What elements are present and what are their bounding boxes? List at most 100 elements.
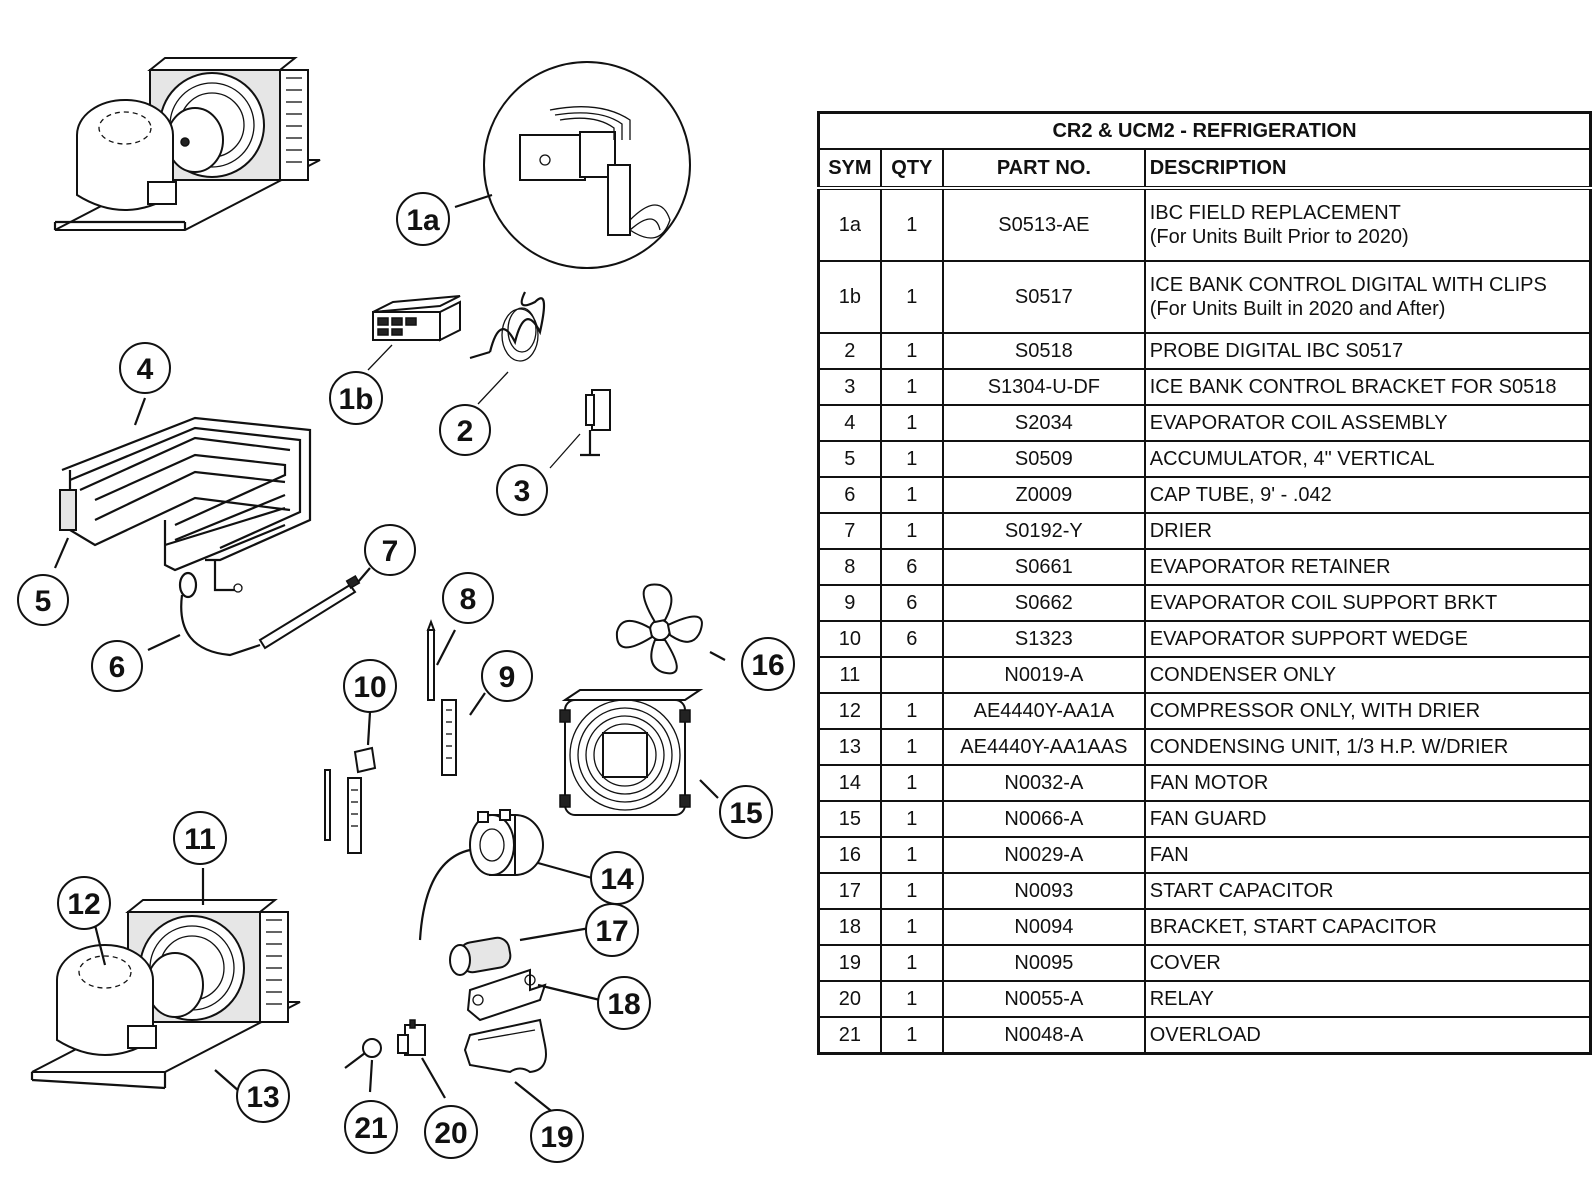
cell-sym: 5 bbox=[817, 440, 882, 478]
capacitor-bracket-illustration bbox=[466, 968, 547, 1022]
callout-3-label: 3 bbox=[514, 475, 531, 508]
header-description: DESCRIPTION bbox=[1143, 148, 1592, 190]
cell-part-no: AE4440Y-AA1AAS bbox=[941, 728, 1146, 766]
cell-sym: 3 bbox=[817, 368, 882, 406]
cell-part-no: S2034 bbox=[941, 404, 1146, 442]
cell-sym: 1a bbox=[817, 187, 882, 262]
cell-description: EVAPORATOR SUPPORT WEDGE bbox=[1143, 620, 1592, 658]
relay-illustration bbox=[397, 1019, 426, 1056]
callout-21: 21 bbox=[344, 1100, 398, 1154]
cell-sym: 11 bbox=[817, 656, 882, 694]
support-wedge-illustration bbox=[324, 746, 377, 854]
cell-description: BRACKET, START CAPACITOR bbox=[1143, 908, 1592, 946]
cell-sym: 19 bbox=[817, 944, 882, 982]
cell-part-no: S1304-U-DF bbox=[941, 368, 1146, 406]
callout-12: 12 bbox=[57, 876, 111, 930]
callout-21-label: 21 bbox=[354, 1112, 387, 1145]
cell-description: OVERLOAD bbox=[1143, 1016, 1592, 1055]
header-qty: QTY bbox=[879, 148, 944, 190]
callout-1b: 1b bbox=[329, 371, 383, 425]
callout-15-label: 15 bbox=[729, 797, 762, 830]
callout-15: 15 bbox=[719, 785, 773, 839]
condensing-unit-bottom-illustration bbox=[30, 899, 301, 1090]
cell-qty bbox=[879, 656, 944, 694]
cell-part-no: N0032-A bbox=[941, 764, 1146, 802]
callout-5: 5 bbox=[17, 574, 69, 626]
cover-illustration bbox=[463, 1018, 547, 1074]
description-line-2: (For Units Built in 2020 and After) bbox=[1149, 298, 1446, 320]
parts-table: CR2 & UCM2 - REFRIGERATION SYM QTY PART … bbox=[817, 111, 1592, 1055]
cell-sym: 13 bbox=[817, 728, 882, 766]
table-row: 1b 1 S0517 ICE BANK CONTROL DIGITAL WITH… bbox=[817, 260, 1592, 334]
cell-part-no: S0661 bbox=[941, 548, 1146, 586]
callout-18: 18 bbox=[597, 976, 651, 1030]
cell-sym: 6 bbox=[817, 476, 882, 514]
cell-description: ACCUMULATOR, 4" VERTICAL bbox=[1143, 440, 1592, 478]
callout-13-label: 13 bbox=[246, 1081, 279, 1114]
callout-2: 2 bbox=[439, 404, 491, 456]
leader-lines bbox=[53, 193, 726, 1119]
cell-sym: 15 bbox=[817, 800, 882, 838]
callout-3: 3 bbox=[496, 464, 548, 516]
cell-description: IBC FIELD REPLACEMENT(For Units Built Pr… bbox=[1143, 187, 1592, 262]
table-header-row: SYM QTY PART NO. DESCRIPTION bbox=[817, 148, 1592, 190]
cell-part-no: N0055-A bbox=[941, 980, 1146, 1018]
evaporator-coil-illustration bbox=[59, 416, 312, 593]
overload-illustration bbox=[344, 1038, 382, 1069]
cell-sym: 4 bbox=[817, 404, 882, 442]
callout-7-label: 7 bbox=[382, 535, 399, 568]
table-title: CR2 & UCM2 - REFRIGERATION bbox=[817, 111, 1592, 150]
cell-qty: 1 bbox=[879, 187, 944, 262]
cell-description: EVAPORATOR RETAINER bbox=[1143, 548, 1592, 586]
callout-17-label: 17 bbox=[595, 915, 628, 948]
cell-sym: 2 bbox=[817, 332, 882, 370]
cell-qty: 1 bbox=[879, 476, 944, 514]
evaporator-retainer-illustration bbox=[426, 619, 436, 701]
cell-qty: 1 bbox=[879, 440, 944, 478]
cell-description: EVAPORATOR COIL ASSEMBLY bbox=[1143, 404, 1592, 442]
description-line-1: IBC FIELD REPLACEMENT bbox=[1149, 202, 1401, 224]
callout-1a: 1a bbox=[396, 192, 450, 246]
callout-13: 13 bbox=[236, 1069, 290, 1123]
callout-5-label: 5 bbox=[35, 585, 52, 618]
cell-part-no: N0029-A bbox=[941, 836, 1146, 874]
cell-description: EVAPORATOR COIL SUPPORT BRKT bbox=[1143, 584, 1592, 622]
cell-qty: 1 bbox=[879, 908, 944, 946]
callout-11: 11 bbox=[173, 811, 227, 865]
callout-6-label: 6 bbox=[109, 651, 126, 684]
cell-qty: 6 bbox=[879, 620, 944, 658]
cell-description: PROBE DIGITAL IBC S0517 bbox=[1143, 332, 1592, 370]
callout-1b-label: 1b bbox=[338, 383, 373, 416]
cell-sym: 7 bbox=[817, 512, 882, 550]
cell-sym: 8 bbox=[817, 548, 882, 586]
cell-part-no: S0192-Y bbox=[941, 512, 1146, 550]
exploded-parts-diagram: 1a 1b 2 3 4 5 6 7 8 9 10 11 12 13 14 15 … bbox=[17, 57, 795, 1163]
cell-qty: 6 bbox=[879, 548, 944, 586]
cell-part-no: N0066-A bbox=[941, 800, 1146, 838]
cell-part-no: Z0009 bbox=[941, 476, 1146, 514]
cell-description: CONDENSER ONLY bbox=[1143, 656, 1592, 694]
cell-part-no: S1323 bbox=[941, 620, 1146, 658]
probe-coil-illustration bbox=[469, 291, 546, 362]
cell-sym: 12 bbox=[817, 692, 882, 730]
cell-qty: 1 bbox=[879, 368, 944, 406]
callout-9: 9 bbox=[481, 650, 533, 702]
cell-description: START CAPACITOR bbox=[1143, 872, 1592, 910]
cell-part-no: N0095 bbox=[941, 944, 1146, 982]
cell-qty: 1 bbox=[879, 1016, 944, 1055]
cell-description: DRIER bbox=[1143, 512, 1592, 550]
coil-support-bracket-illustration bbox=[441, 699, 457, 776]
cell-description: FAN GUARD bbox=[1143, 800, 1592, 838]
cell-qty: 1 bbox=[879, 764, 944, 802]
